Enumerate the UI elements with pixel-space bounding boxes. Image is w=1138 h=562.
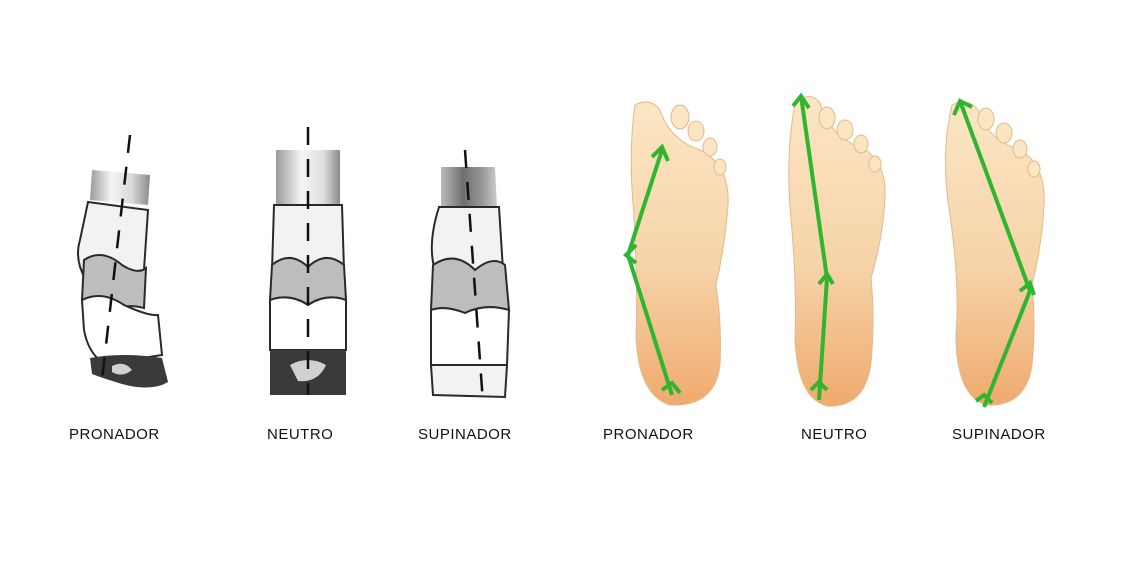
label-rear-supinador: SUPINADOR bbox=[418, 426, 512, 443]
rear-view-pronador bbox=[77, 134, 168, 388]
label-foot-neutro: NEUTRO bbox=[801, 426, 868, 443]
rear-view-neutro bbox=[268, 127, 348, 395]
rear-view-supinador bbox=[429, 149, 511, 404]
footprint-supinador bbox=[944, 98, 1045, 408]
label-rear-pronador: PRONADOR bbox=[69, 426, 160, 443]
label-foot-supinador: SUPINADOR bbox=[952, 426, 1046, 443]
footprint-neutro bbox=[788, 92, 886, 407]
footprint-pronador bbox=[623, 101, 729, 406]
label-rear-neutro: NEUTRO bbox=[267, 426, 334, 443]
label-foot-pronador: PRONADOR bbox=[603, 426, 694, 443]
